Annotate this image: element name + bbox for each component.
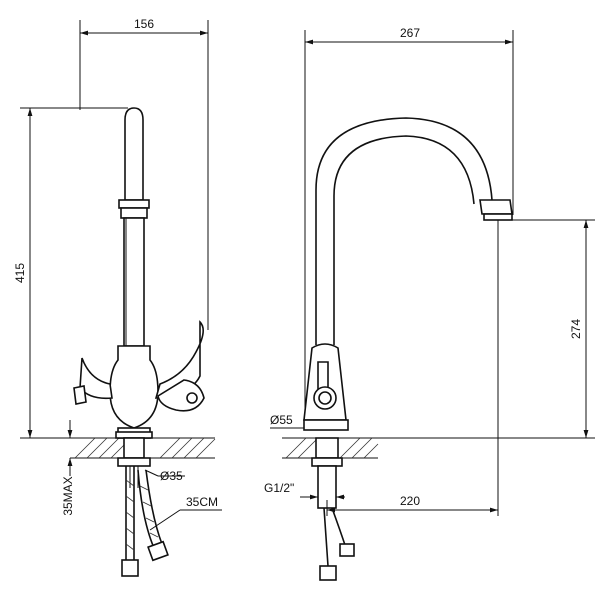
dim-max-thickness: 35MAX	[61, 420, 75, 516]
dim-front-height: 415	[13, 107, 128, 439]
base-diameter-label: Ø55	[270, 413, 293, 427]
side-view: 267 274 Ø55	[264, 26, 595, 581]
max-thickness-label: 35MAX	[61, 476, 75, 515]
spout-height-label: 274	[569, 319, 583, 339]
side-shank	[311, 437, 355, 581]
dim-side-width: 267	[304, 26, 514, 425]
side-reach-label: 220	[400, 494, 420, 508]
dim-front-width: 156	[79, 17, 209, 330]
dim-hole-diameter: Ø35	[144, 469, 185, 483]
thread-size-label: G1/2"	[264, 481, 294, 495]
dim-side-reach: 220	[326, 220, 499, 516]
front-hoses	[121, 466, 169, 577]
dim-hose-length: 35CM	[149, 495, 222, 531]
side-body	[303, 343, 349, 431]
dim-spout-height: 274	[340, 219, 595, 439]
side-spout	[315, 117, 513, 345]
front-shank	[117, 437, 151, 488]
front-view: 156 415	[13, 17, 222, 577]
front-width-label: 156	[134, 17, 154, 31]
front-body	[73, 320, 205, 439]
side-width-label: 267	[400, 26, 420, 40]
dim-thread: G1/2"	[264, 481, 345, 500]
front-spout	[118, 107, 150, 347]
dim-base-diameter: Ø55	[270, 413, 304, 429]
front-height-label: 415	[13, 263, 27, 283]
hole-diameter-label: Ø35	[160, 469, 183, 483]
hose-length-label: 35CM	[186, 495, 218, 509]
